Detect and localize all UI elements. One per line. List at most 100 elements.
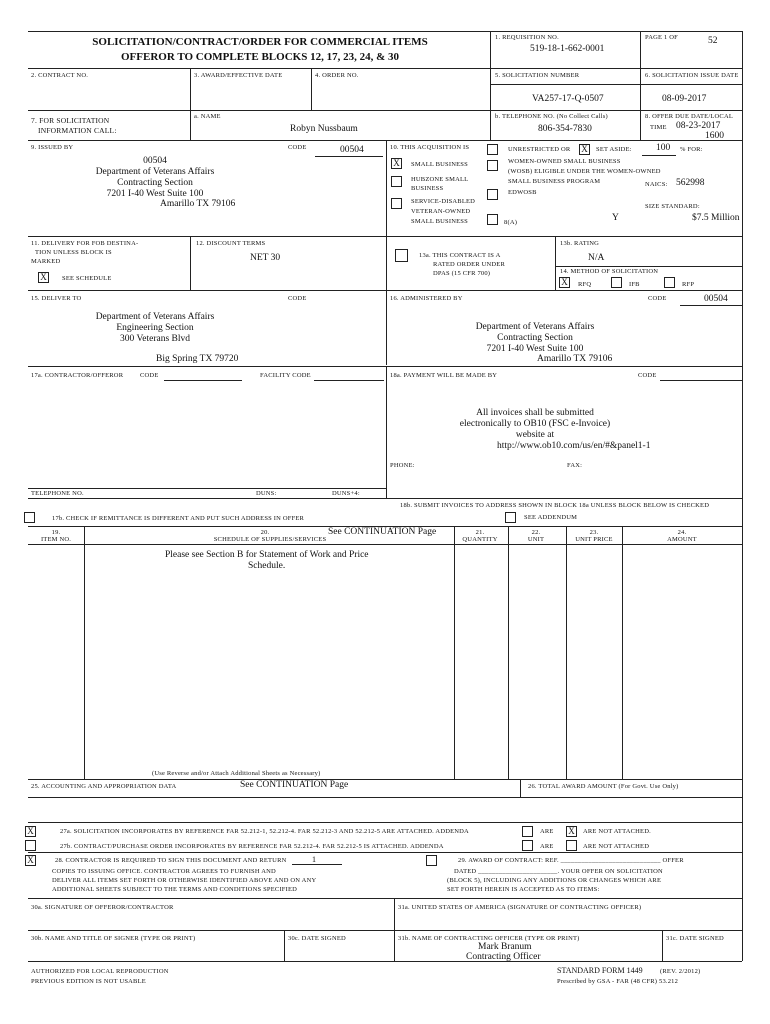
set-aside-checkbox[interactable]: X (579, 144, 590, 155)
28-line3: DELIVER ALL ITEMS SET FORTH OR OTHERWISE… (52, 877, 317, 884)
divider (28, 797, 742, 798)
issued-by-code: 00504 (340, 145, 364, 155)
rated-order-checkbox[interactable] (395, 249, 408, 262)
delivery-fob-line3: MARKED (31, 258, 61, 265)
divider (490, 110, 491, 140)
deliver-to-line2: Engineering Section (116, 323, 194, 333)
deliver-to-label: 15. DELIVER TO (31, 295, 82, 302)
amount-header-2: AMOUNT (667, 536, 697, 543)
invoice-line1: All invoices shall be submitted (476, 408, 594, 418)
28-checkbox[interactable]: X (25, 855, 36, 866)
29-line1: 29. AWARD OF CONTRACT: REF. ____________… (458, 857, 684, 864)
divider (28, 488, 386, 489)
unit-price-header-2: UNIT PRICE (575, 536, 613, 543)
size-standard-label: SIZE STANDARD: (645, 203, 700, 210)
naics-label: NAICS: (645, 181, 668, 188)
total-award-label: 26. TOTAL AWARD AMOUNT (For Govt. Use On… (528, 783, 679, 790)
divider (520, 779, 521, 797)
divider (28, 68, 742, 69)
28-copies: 1 (312, 855, 317, 864)
issued-by-label: 9. ISSUED BY (31, 144, 74, 151)
28-line1: 28. CONTRACTOR IS REQUIRED TO SIGN THIS … (55, 857, 287, 864)
duns4-label: DUNS+4: (332, 490, 360, 497)
percent-for-label: % FOR: (680, 146, 703, 153)
unrestricted-label: UNRESTRICTED OR (508, 146, 571, 153)
27a-are-checkbox[interactable] (522, 826, 533, 837)
payment-label: 18a. PAYMENT WILL BE MADE BY (390, 372, 498, 379)
27b-are-checkbox[interactable] (522, 840, 533, 851)
ifb-checkbox[interactable] (611, 277, 622, 288)
see-addendum-checkbox[interactable] (505, 512, 516, 523)
27b-checkbox[interactable] (25, 840, 36, 851)
sdvosb-line2: VETERAN-OWNED (411, 208, 471, 215)
deliver-to-code-label: CODE (288, 295, 307, 302)
standard-form-label: STANDARD FORM 1449 (557, 966, 643, 975)
eight-a-checkbox[interactable] (487, 214, 498, 225)
schedule-body-line2: Schedule. (248, 561, 286, 571)
deliver-to-line4: Big Spring TX 79720 (156, 354, 239, 364)
hubzone-checkbox[interactable] (391, 176, 402, 187)
rfq-checkbox[interactable]: X (559, 277, 570, 288)
divider (284, 930, 285, 961)
wosb-checkbox[interactable] (487, 160, 498, 171)
divider (28, 526, 742, 527)
rfp-checkbox[interactable] (664, 277, 675, 288)
remittance-checkbox[interactable] (24, 512, 35, 523)
27a-are-label: ARE (540, 828, 554, 835)
unrestricted-checkbox[interactable] (487, 144, 498, 155)
divider (662, 930, 663, 961)
set-aside-percent: 100 (656, 143, 671, 153)
wosb-line1: WOMEN-OWNED SMALL BUSINESS (508, 158, 621, 165)
27a-not-attached-checkbox[interactable]: X (566, 826, 577, 837)
28-line2: COPIES TO ISSUING OFFICE. CONTRACTOR AGR… (52, 868, 276, 875)
wosb-line3: SMALL BUSINESS PROGRAM (508, 178, 601, 185)
administered-by-line2: Contracting Section (497, 333, 573, 343)
divider (555, 266, 742, 267)
offer-due-label: 8. OFFER DUE DATE/LOCAL (645, 113, 734, 120)
eight-a-label: 8(A) (504, 219, 518, 226)
divider (640, 31, 641, 68)
payment-fax-label: FAX: (567, 462, 583, 469)
schedule-continuation: See CONTINUATION Page (328, 527, 437, 537)
ifb-label: IFB (629, 281, 640, 288)
small-business-checkbox[interactable]: X (391, 158, 402, 169)
divider (164, 380, 242, 381)
form-revision: (REV. 2/2012) (660, 968, 701, 975)
divider (386, 140, 387, 236)
quantity-header-2: QUANTITY (462, 536, 498, 543)
divider (555, 236, 556, 290)
29-checkbox[interactable] (426, 855, 437, 866)
27a-checkbox[interactable]: X (25, 826, 36, 837)
form-title-line1: SOLICITATION/CONTRACT/ORDER FOR COMMERCI… (92, 36, 428, 48)
divider (84, 526, 85, 779)
divider (315, 156, 383, 157)
invoice-website[interactable]: http://www.ob10.com/us/en/#&panel1-1 (497, 441, 651, 451)
divider (28, 110, 742, 111)
issued-by-line3: Contracting Section (117, 178, 193, 188)
sdvosb-checkbox[interactable] (391, 198, 402, 209)
rating-value: N/A (588, 253, 605, 263)
naics-value: 562998 (676, 178, 705, 188)
accounting-value: See CONTINUATION Page (240, 780, 349, 790)
remittance-label: 17b. CHECK IF REMITTANCE IS DIFFERENT AN… (52, 515, 305, 522)
invoice-line3: website at (515, 430, 555, 440)
amount-header-1: 24. (677, 529, 687, 536)
administered-by-line1: Department of Veterans Affairs (475, 322, 595, 332)
divider (660, 380, 742, 381)
schedule-body-line1: Please see Section B for Statement of Wo… (165, 550, 369, 560)
divider (28, 498, 742, 499)
contractor-label: 17a. CONTRACTOR/OFFEROR (31, 372, 124, 379)
form-title-line2: OFFEROR TO COMPLETE BLOCKS 12, 17, 23, 2… (121, 51, 399, 63)
unit-header-2: UNIT (527, 536, 545, 543)
27a-not-attached-label: ARE NOT ATTACHED. (583, 828, 651, 835)
divider (28, 930, 742, 931)
see-schedule-checkbox[interactable]: X (38, 272, 49, 283)
divider (394, 898, 395, 961)
telephone-value: 806-354-7830 (538, 124, 592, 134)
divider (28, 898, 742, 899)
edwosb-checkbox[interactable] (487, 189, 498, 200)
name-label: a. NAME (194, 113, 221, 120)
deliver-to-line3: 300 Veterans Blvd (119, 334, 190, 344)
27b-not-attached-checkbox[interactable] (566, 840, 577, 851)
rated-order-line3: DPAS (15 CFR 700) (433, 270, 491, 277)
